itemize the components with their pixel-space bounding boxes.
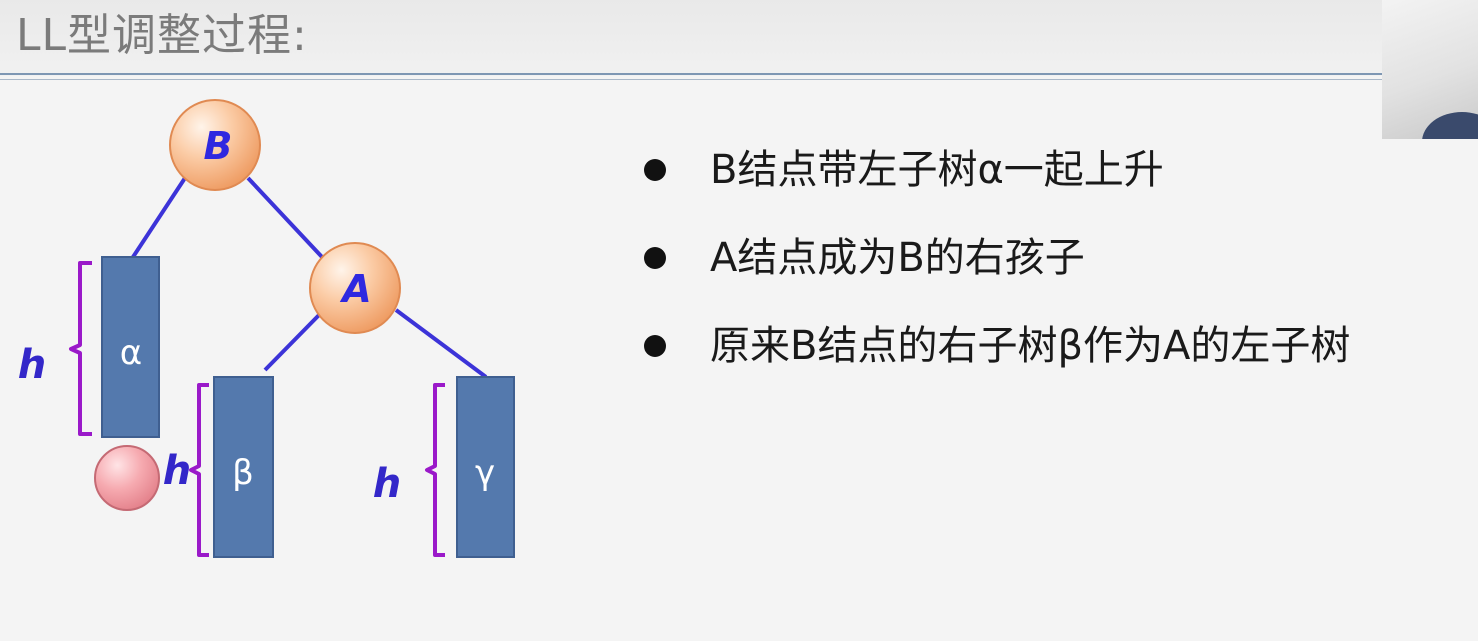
- bullet-icon: [644, 159, 666, 181]
- avl-ll-rotation-diagram: α β γ h h h B A: [18, 99, 515, 558]
- tree-node-B-label: B: [204, 124, 233, 168]
- bullet-icon: [644, 247, 666, 269]
- edge-B-alpha: [131, 176, 187, 259]
- subtree-beta-label: β: [232, 453, 254, 493]
- edge-B-A: [246, 176, 324, 259]
- tree-node-B: [169, 99, 261, 191]
- height-brace-alpha: [69, 261, 92, 436]
- explanation-text: A结点成为B的右孩子: [710, 235, 1085, 281]
- bullet-icon: [644, 335, 666, 357]
- height-label-beta: h: [163, 448, 191, 494]
- title-divider: [0, 73, 1382, 75]
- height-label-gamma: h: [373, 461, 401, 507]
- slide-title: LL型调整过程:: [16, 10, 308, 61]
- subtree-alpha-box: [101, 256, 160, 438]
- height-brace-beta: [189, 383, 209, 557]
- height-brace-gamma: [425, 383, 445, 557]
- title-divider-secondary: [0, 79, 1382, 80]
- inserted-node-marker: [94, 445, 160, 511]
- tree-node-A-label: A: [339, 267, 371, 311]
- subtree-alpha-label: α: [120, 333, 142, 373]
- subtree-gamma-box: [456, 376, 515, 558]
- presenter-video-thumbnail: [1382, 0, 1478, 139]
- presenter-silhouette: [1422, 112, 1478, 139]
- height-label-alpha: h: [18, 342, 46, 388]
- edge-A-gamma: [394, 308, 488, 379]
- explanation-text: 原来B结点的右子树β作为A的左子树: [710, 323, 1351, 369]
- slide-header: LL型调整过程:: [0, 0, 1478, 76]
- explanation-text: B结点带左子树α一起上升: [710, 147, 1164, 193]
- tree-node-A: [309, 242, 401, 334]
- edge-A-beta: [263, 312, 322, 372]
- subtree-gamma-label: γ: [475, 453, 495, 493]
- subtree-beta-box: [213, 376, 274, 558]
